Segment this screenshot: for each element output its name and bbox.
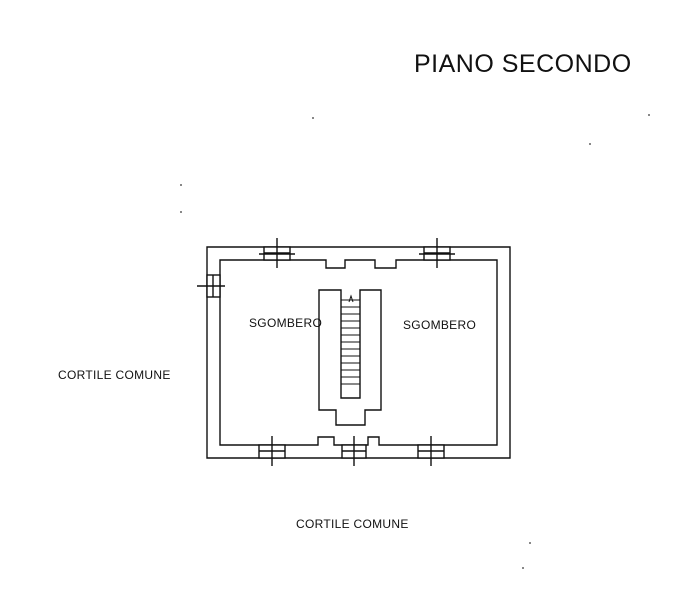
window-bottom-right (417, 436, 445, 466)
window-left (197, 274, 225, 298)
window-top-right (419, 238, 455, 268)
window-top-left (259, 238, 295, 268)
stair-enclosure (318, 289, 382, 426)
courtyard-label-west: CORTILE COMUNE (58, 368, 171, 382)
outer-wall (206, 246, 511, 459)
plan-title: PIANO SECONDO (414, 50, 632, 78)
window-bottom-center (341, 436, 367, 466)
scan-specks (180, 114, 650, 569)
window-bottom-left (258, 436, 286, 466)
stair-treads (341, 299, 360, 385)
room-label-right: SGOMBERO (403, 318, 477, 332)
courtyard-label-south: CORTILE COMUNE (296, 517, 409, 531)
inner-wall (219, 259, 498, 446)
room-label-left: SGOMBERO (249, 316, 323, 330)
stair-arrow-icon (348, 294, 354, 303)
